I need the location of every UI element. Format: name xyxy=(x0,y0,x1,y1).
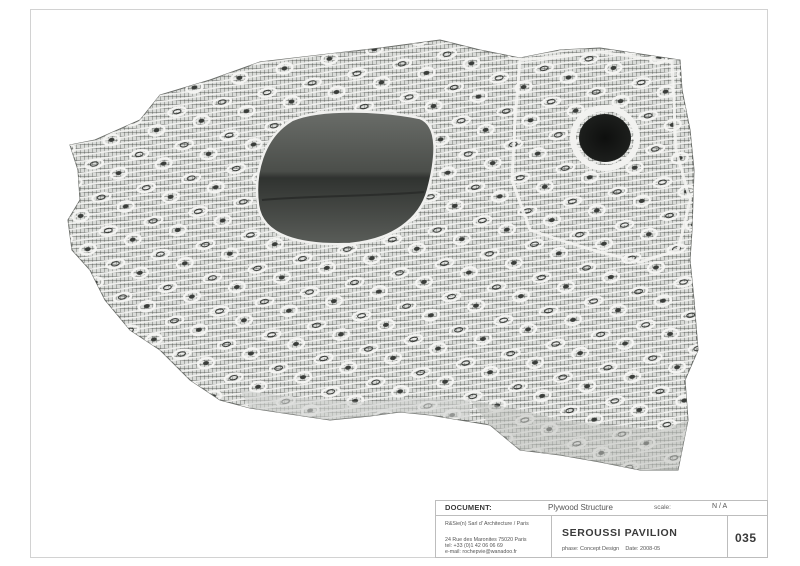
sheet-number: 035 xyxy=(735,531,757,545)
scale-value: N / A xyxy=(712,503,728,510)
office-address: 24 Rue des Maronites 75020 Paris xyxy=(445,537,527,543)
title-block: DOCUMENT: Plywood Structure scale: N / A… xyxy=(435,500,768,558)
office-tel: tel: +33 (0)1 42 06 06 69 xyxy=(445,543,503,549)
project-info: SEROUSSI PAVILION phase: Concept Design … xyxy=(551,515,728,557)
date-label: Date: xyxy=(625,546,639,552)
sheet-border xyxy=(30,9,768,558)
phase-label: phase: xyxy=(562,546,579,552)
large-void-opening xyxy=(255,110,436,246)
date-value: 2008-05 xyxy=(640,546,661,552)
phase-line: phase: Concept Design Date: 2008-05 xyxy=(562,546,660,552)
small-hole-opening xyxy=(570,105,640,171)
raised-panel xyxy=(510,50,692,264)
project-title: SEROUSSI PAVILION xyxy=(562,527,678,539)
phase-value: Concept Design xyxy=(580,546,620,552)
document-value: Plywood Structure xyxy=(548,503,613,512)
structure-mass xyxy=(67,39,699,471)
document-row: DOCUMENT: Plywood Structure scale: N / A xyxy=(436,501,767,516)
office-name: R&Sie(n) Sarl d' Architecture / Paris xyxy=(445,521,529,527)
scale-label: scale: xyxy=(654,504,671,511)
document-label: DOCUMENT: xyxy=(445,503,492,512)
office-email: e-mail: rochepvie@wanadoo.fr xyxy=(445,549,517,555)
office-info: R&Sie(n) Sarl d' Architecture / Paris 24… xyxy=(436,515,552,557)
